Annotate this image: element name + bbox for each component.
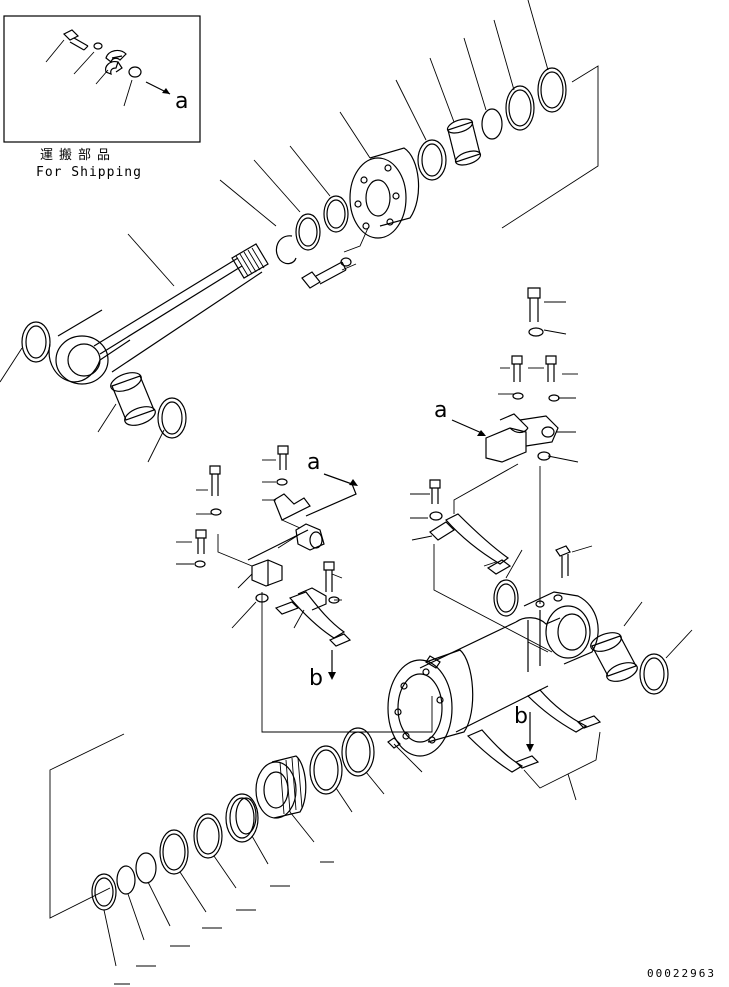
reference-label-a-left: a xyxy=(307,450,321,475)
lower-band-1 xyxy=(466,729,540,773)
bottom-bushing xyxy=(590,632,638,682)
rod-eye xyxy=(48,309,131,385)
piston-ring-6 xyxy=(135,852,157,884)
piston xyxy=(255,755,307,819)
inset-bolt xyxy=(62,29,89,51)
right-leader-lines xyxy=(410,301,593,579)
rod-eye-bushing xyxy=(110,372,156,426)
cylinder-head xyxy=(349,147,420,239)
snap-ring xyxy=(275,235,297,265)
piston-ring-3 xyxy=(225,793,259,843)
lower-bracket xyxy=(49,733,125,919)
top-bracket xyxy=(501,65,599,229)
lower-band-2 xyxy=(526,689,602,733)
piston-ring-1 xyxy=(309,745,343,795)
rod-thread xyxy=(231,243,269,279)
head-bushing xyxy=(446,118,482,166)
reference-label-a-right: a xyxy=(434,398,448,423)
piston-rod xyxy=(48,243,269,385)
head-seal-3 xyxy=(505,85,535,131)
left-clamp-group xyxy=(194,445,352,647)
head-seal-4 xyxy=(537,67,567,113)
reference-label-a-inset: a xyxy=(175,89,189,114)
tube-flange xyxy=(387,649,474,757)
inset-clamp xyxy=(105,49,127,75)
inset-washer xyxy=(93,42,103,50)
rod-eye-seal-left xyxy=(21,321,51,363)
band-bracket xyxy=(523,731,601,801)
head-seal-1 xyxy=(417,139,447,181)
top-leader-lines xyxy=(0,0,549,463)
piston-ring-7 xyxy=(116,865,136,895)
piston-ring-5 xyxy=(159,829,189,875)
lower-leader-lines xyxy=(103,771,385,967)
head-seal-2 xyxy=(481,108,503,140)
inset-spacer xyxy=(128,66,142,78)
piston-ring-8 xyxy=(91,873,117,911)
inset-caption-japanese: 運搬部品 xyxy=(40,148,117,163)
piston-ring-4 xyxy=(193,813,223,859)
rod-ring-1 xyxy=(295,213,321,251)
head-bolt xyxy=(301,261,347,289)
reference-label-b-right: b xyxy=(514,704,528,729)
rod-ring-2 xyxy=(323,195,349,233)
cylinder-tube xyxy=(387,591,599,757)
shipping-parts-inset xyxy=(3,15,201,143)
piston-ring-2 xyxy=(341,727,375,777)
reference-label-b-left: b xyxy=(309,666,323,691)
inset-caption-english: For Shipping xyxy=(36,165,142,180)
document-number: 00022963 xyxy=(647,967,716,980)
left-leader-lines xyxy=(176,459,343,629)
right-clamp-group xyxy=(429,287,571,617)
bottom-seal xyxy=(639,653,669,695)
rod-eye-seal-right xyxy=(157,397,187,439)
tube-bottom-eye xyxy=(523,591,599,672)
